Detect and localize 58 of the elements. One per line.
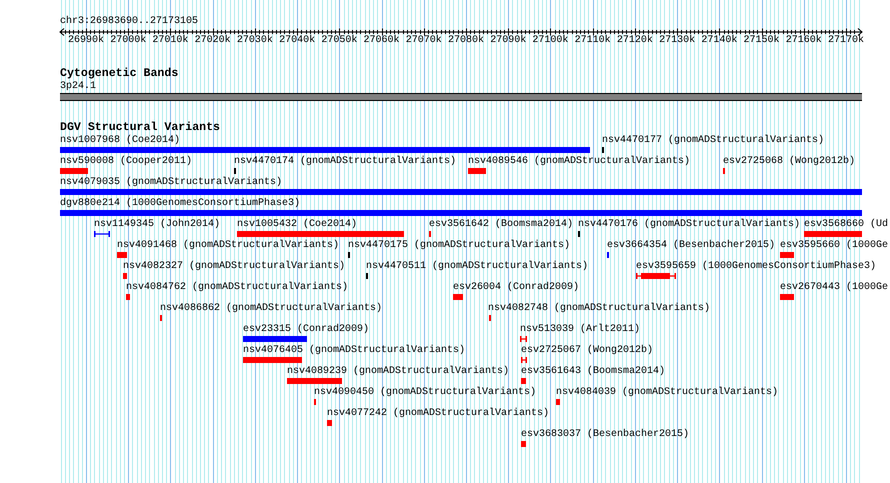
tick-label: 27010k <box>152 34 188 46</box>
track-title: DGV Structural Variants <box>60 122 220 134</box>
variant-label: esv3664354 (Besenbacher2015) <box>607 240 776 250</box>
variant-label: nsv4470174 (gnomADStructuralVariants) <box>234 156 456 166</box>
variant-label: nsv4084762 (gnomADStructuralVariants) <box>126 282 348 292</box>
variant-label: nsv1149345 (John2014) <box>94 218 220 230</box>
tick-label: 27080k <box>448 34 484 46</box>
tick-label: 27120k <box>616 34 653 46</box>
variant-label: nsv4090450 (gnomADStructuralVariants) <box>314 386 536 398</box>
tick-label: 27070k <box>406 34 442 46</box>
variant-label: nsv4082748 (gnomADStructuralVariants) <box>488 302 710 314</box>
band-label: 3p24.1 <box>60 80 96 92</box>
variant-label: esv3561643 (Boomsma2014) <box>521 366 666 376</box>
variant-label: nsv4082327 (gnomADStructuralVariants) <box>123 260 346 272</box>
variant-label: nsv4077242 (gnomADStructuralVariants) <box>327 408 550 418</box>
tick-label: 27160k <box>786 34 822 46</box>
variant-label: nsv4470176 (gnomADStructuralVariants) <box>578 218 800 230</box>
tick-label: 26990k <box>68 34 104 46</box>
tick-label: 27100k <box>532 34 568 46</box>
variant-label: nsv4084039 (gnomADStructuralVariants) <box>556 386 778 398</box>
variant-label: nsv513039 (Arlt2011) <box>520 324 640 334</box>
variant-label: nsv1005432 (Coe2014) <box>237 218 358 230</box>
tick-label: 27140k <box>701 34 738 46</box>
variant-label: esv2670443 (1000Ge <box>780 282 888 292</box>
variant-label: nsv4091468 (gnomADStructuralVariants) <box>117 240 340 250</box>
variant-label: dgv880e214 (1000GenomesConsortiumPhase3) <box>60 198 300 208</box>
variant-label: nsv4470175 (gnomADStructuralVariants) <box>348 240 570 250</box>
tick-label: 27030k <box>236 34 273 46</box>
coordinate-label: chr3:26983690..27173105 <box>60 16 198 26</box>
tick-label: 27170k <box>828 34 864 46</box>
variant-label: esv3595659 (1000GenomesConsortiumPhase3) <box>636 260 876 272</box>
variant-label: esv3595660 (1000Ge <box>780 240 888 250</box>
tick-label: 27050k <box>321 34 358 46</box>
variant-label: nsv4089239 (gnomADStructuralVariants) <box>287 366 510 376</box>
variant-label: nsv4470177 (gnomADStructuralVariants) <box>602 134 824 146</box>
variant-label: nsv4470511 (gnomADStructuralVariants) <box>366 260 588 272</box>
variant-label: nsv4079035 (gnomADStructuralVariants) <box>60 176 282 188</box>
tick-label: 27040k <box>279 34 316 46</box>
variant-label: esv26004 (Conrad2009) <box>453 282 580 292</box>
variant-label: nsv590008 (Cooper2011) <box>60 156 192 166</box>
track-title: Cytogenetic Bands <box>60 68 178 80</box>
variant-label: nsv4086862 (gnomADStructuralVariants) <box>160 302 382 314</box>
tick-label: 27020k <box>194 34 231 46</box>
tick-label: 27000k <box>110 34 146 46</box>
variant-label: esv3683037 (Besenbacher2015) <box>521 428 690 440</box>
tick-label: 27130k <box>659 34 696 46</box>
tick-label: 27090k <box>490 34 526 46</box>
variant-label: esv2725068 (Wong2012b) <box>723 156 856 166</box>
variant-label: esv3568660 (Ud <box>804 218 888 230</box>
variant-label: esv2725067 (Wong2012b) <box>521 344 654 356</box>
tick-label: 27060k <box>364 34 400 46</box>
variant-label: nsv4076405 (gnomADStructuralVariants) <box>243 344 466 356</box>
tick-label: 27150k <box>744 34 780 46</box>
variant-label: esv23315 (Conrad2009) <box>243 324 370 334</box>
variant-label: nsv4089546 (gnomADStructuralVariants) <box>468 156 690 166</box>
variant-label: esv3561642 (Boomsma2014) <box>429 218 574 230</box>
tick-label: 27110k <box>574 34 611 46</box>
variant-label: nsv1007968 (Coe2014) <box>60 134 180 146</box>
